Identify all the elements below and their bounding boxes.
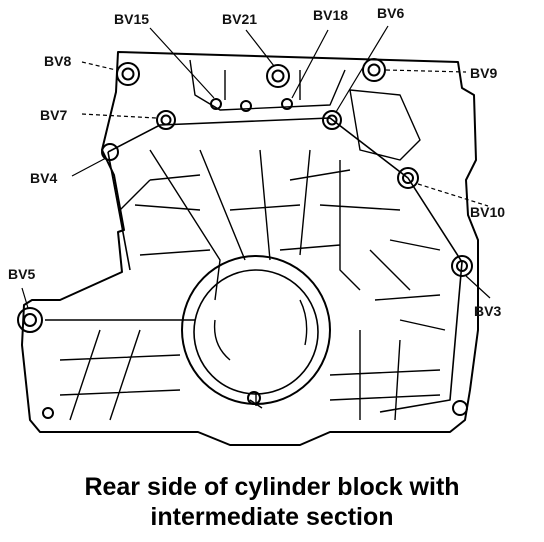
leader-bv8 — [81, 61, 117, 71]
bolt-hole-bv9-inner — [367, 63, 381, 77]
leader-bv10 — [417, 183, 489, 207]
bolt-hole-bv21-inner — [271, 69, 285, 83]
bolt-hole-bv18 — [281, 98, 293, 110]
label-bv10: BV10 — [470, 204, 505, 220]
label-bv6: BV6 — [377, 5, 404, 21]
label-bv8: BV8 — [44, 53, 71, 69]
leader-bv21 — [245, 29, 275, 67]
block-outline — [21, 51, 479, 446]
bolt-hole-bv7-inner — [160, 114, 172, 126]
leader-bv4 — [71, 157, 107, 177]
leader-bv5 — [21, 287, 29, 309]
bolt-hole-bv3 — [451, 255, 473, 277]
leader-bv6 — [335, 25, 389, 113]
caption-line-1: Rear side of cylinder block with — [84, 473, 460, 501]
bolt-hole-bv15 — [210, 98, 222, 110]
leader-bv15 — [149, 27, 215, 99]
label-bv9: BV9 — [470, 65, 497, 81]
bolt-hole-bv8-inner — [121, 67, 135, 81]
seal-detail — [213, 299, 308, 409]
rib-webbing — [59, 149, 446, 421]
bolt-hole-bv5 — [17, 307, 43, 333]
bolt-hole-bv4 — [101, 143, 119, 161]
bolt-hole-bv7 — [156, 110, 176, 130]
bolt-hole-bv3-inner — [456, 260, 468, 272]
label-bv5: BV5 — [8, 266, 35, 282]
bolt-hole-bv10-inner — [402, 172, 414, 184]
cylinder-block-diagram: BV15 BV21 BV18 BV6 BV8 BV9 BV7 BV4 BV10 … — [8, 5, 505, 446]
bolt-hole-bv6 — [322, 110, 342, 130]
label-bv4: BV4 — [30, 170, 57, 186]
top-structure — [189, 59, 421, 161]
seal-housing-outer — [181, 255, 331, 405]
bolt-hole-bv5-inner — [23, 313, 37, 327]
diagram-caption: Rear side of cylinder block with interme… — [0, 472, 544, 532]
bolt-hole-bv8 — [116, 62, 140, 86]
leader-bv7 — [81, 113, 157, 119]
label-bv15: BV15 — [114, 11, 149, 27]
inner-rail — [45, 117, 463, 413]
leader-lines — [21, 25, 491, 309]
label-bv18: BV18 — [313, 7, 348, 23]
bolt-hole-bv9 — [362, 58, 386, 82]
leader-bv3 — [465, 275, 491, 299]
caption-line-2: intermediate section — [150, 503, 394, 531]
seal-housing-inner — [193, 269, 319, 395]
label-bv21: BV21 — [222, 11, 257, 27]
label-bv3: BV3 — [474, 303, 501, 319]
bolt-hole-bottom-left — [42, 407, 54, 419]
bolt-hole-center-a — [240, 100, 252, 112]
bolt-hole-bv10 — [397, 167, 419, 189]
label-bv7: BV7 — [40, 107, 67, 123]
leader-bv9 — [385, 69, 467, 73]
bolt-hole-lower-center — [247, 391, 261, 405]
leader-bv18 — [291, 29, 329, 99]
bolt-hole-bottom-right — [452, 400, 468, 416]
bolt-hole-bv21 — [266, 64, 290, 88]
bolt-hole-bv6-inner — [326, 114, 338, 126]
bolt-holes — [17, 58, 473, 419]
